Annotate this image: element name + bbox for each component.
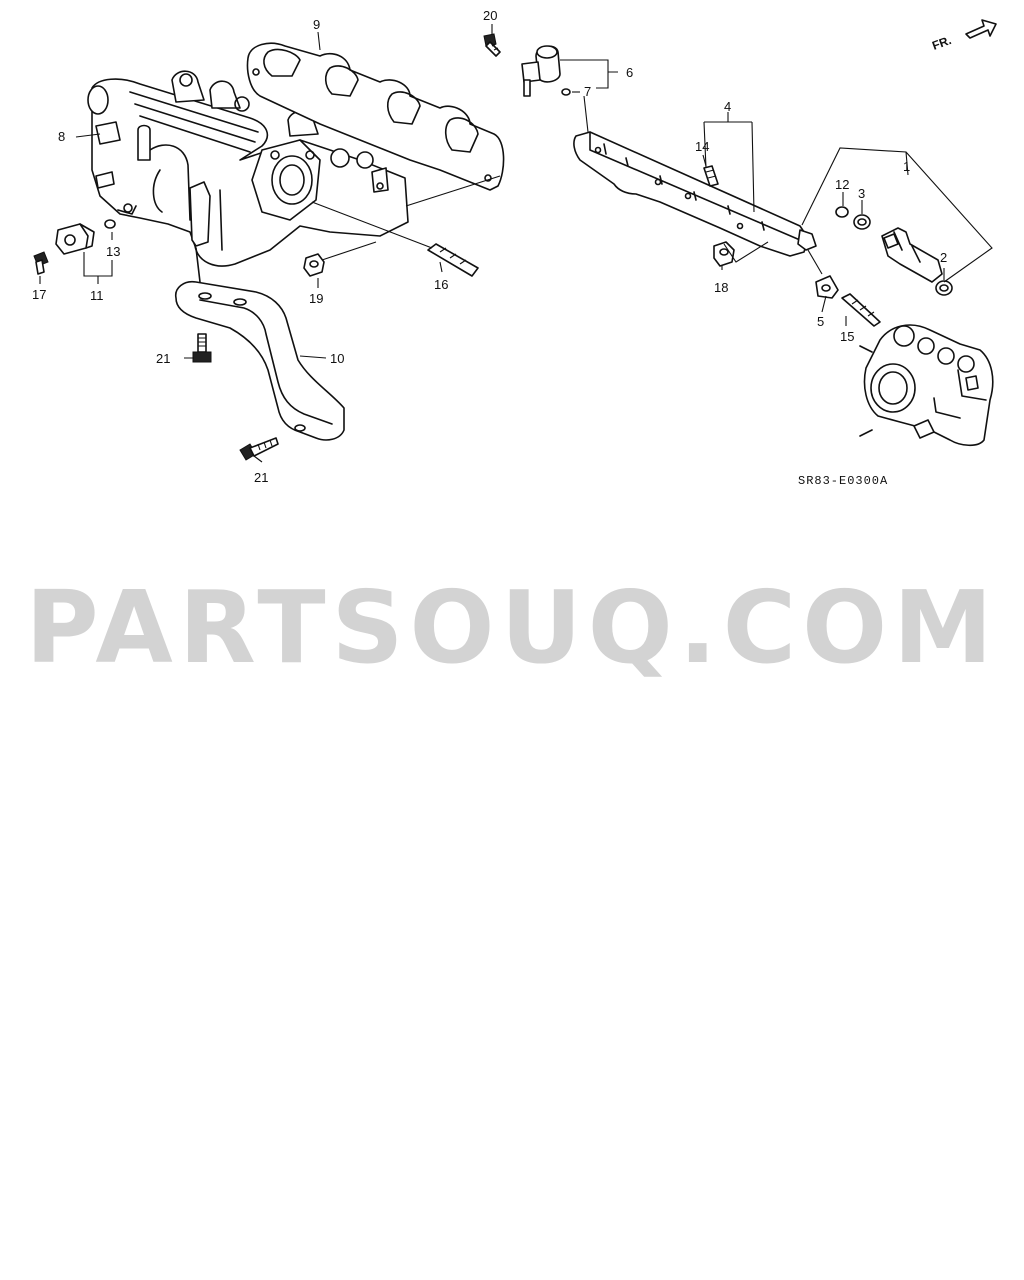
callout-6: 6 [626, 65, 633, 80]
callout-9: 9 [313, 17, 320, 32]
manifold-gasket [246, 42, 505, 191]
pressure-regulator [521, 45, 571, 97]
front-direction-label: FR. [930, 33, 953, 53]
bolt-21-lower [239, 437, 279, 461]
callout-17: 17 [32, 287, 46, 302]
callout-labels: 1 2 3 4 5 6 7 8 9 10 11 12 13 14 15 16 1… [32, 8, 947, 485]
cylinder-head [859, 324, 994, 447]
sensor-11 [55, 223, 95, 255]
stud-15 [841, 293, 881, 327]
manifold-bracket [174, 247, 345, 441]
callout-12: 12 [835, 177, 849, 192]
front-direction-arrow-icon [965, 19, 997, 39]
o-ring-13 [104, 219, 116, 229]
callout-14: 14 [695, 139, 709, 154]
watermark: PARTSOUQ.COM [25, 569, 999, 686]
nut-18 [713, 241, 735, 267]
callout-8: 8 [58, 129, 65, 144]
callout-10: 10 [330, 351, 344, 366]
callout-2: 2 [940, 250, 947, 265]
callout-5: 5 [817, 314, 824, 329]
screw-17 [33, 251, 49, 275]
callout-21-upper: 21 [156, 351, 170, 366]
callout-1: 1 [903, 159, 910, 174]
callout-11: 11 [90, 288, 104, 303]
spacer-5 [815, 275, 839, 299]
bolt-21-upper [192, 333, 212, 363]
nut-19 [303, 253, 325, 277]
callout-21-lower: 21 [254, 470, 268, 485]
injector-assembly [835, 206, 953, 296]
intake-manifold [87, 70, 409, 267]
fuel-rail [573, 131, 817, 257]
stud-16 [311, 201, 479, 277]
diagram-code: SR83-E0300A [798, 474, 888, 488]
callout-19: 19 [309, 291, 323, 306]
callout-7: 7 [584, 84, 591, 99]
callout-15: 15 [840, 329, 854, 344]
callout-20: 20 [483, 8, 497, 23]
callout-13: 13 [106, 244, 120, 259]
callout-4: 4 [724, 99, 731, 114]
bolt-20 [483, 33, 501, 57]
callout-16: 16 [434, 277, 448, 292]
callout-18: 18 [714, 280, 728, 295]
leader-lines [39, 24, 993, 463]
callout-3: 3 [858, 186, 865, 201]
